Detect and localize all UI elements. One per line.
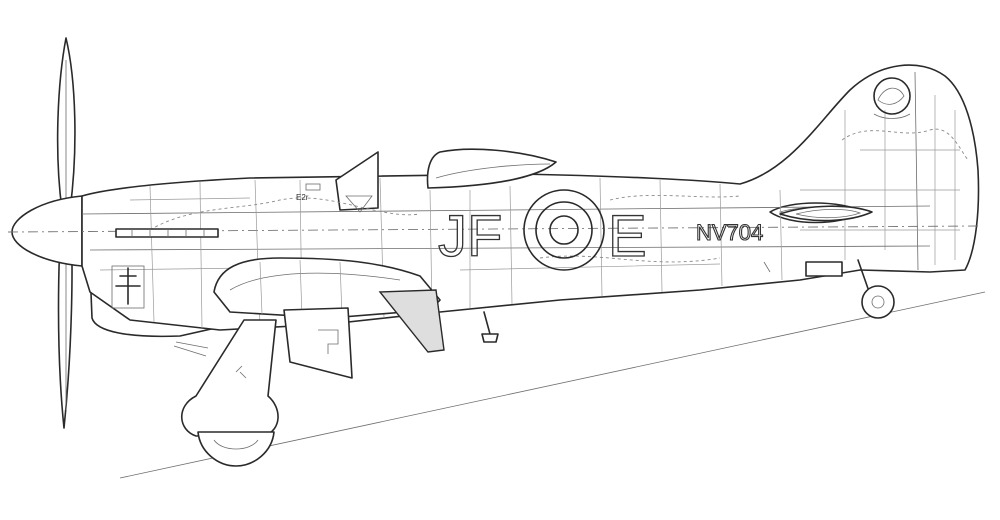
undercarriage-door <box>283 307 353 379</box>
landing-flap <box>378 289 445 353</box>
rudder-hinge <box>914 71 919 271</box>
nose-cross-marking <box>111 265 145 309</box>
exhaust-stack <box>115 228 219 238</box>
tail-wheel <box>805 259 895 319</box>
squadron-badge <box>873 77 911 119</box>
wing <box>213 257 441 319</box>
main-wheel <box>197 431 275 467</box>
under-fuselage-antenna <box>483 311 491 335</box>
unit-code-left: JF <box>438 204 502 269</box>
fuselage-roundel <box>523 189 605 271</box>
stencil-marking: E2r <box>296 193 309 202</box>
serial-number: NV704 <box>696 220 763 245</box>
spinner <box>11 195 83 267</box>
rear-fuselage-flash <box>779 205 873 222</box>
canopy <box>426 148 557 189</box>
unit-code-right: E <box>608 204 647 269</box>
windscreen <box>335 151 379 211</box>
main-gear-leg <box>181 319 279 437</box>
